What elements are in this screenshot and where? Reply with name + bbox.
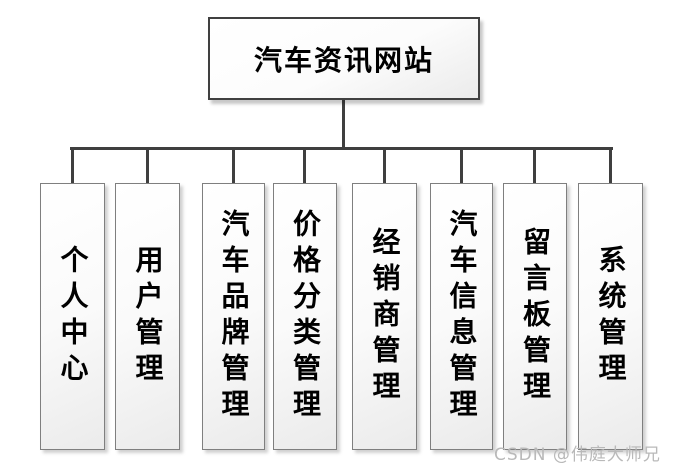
connector-drop-car-info-management: [460, 149, 463, 183]
node-label: 个人中心: [56, 244, 90, 389]
node-label: 经销商管理: [368, 226, 402, 407]
connector-root-stub: [342, 100, 345, 148]
node-user-management: 用户管理: [115, 183, 180, 450]
connector-drop-personal-center: [71, 149, 74, 183]
node-message-board-management: 留言板管理: [503, 183, 567, 450]
node-system-management: 系统管理: [578, 183, 643, 450]
node-price-category-management: 价格分类管理: [273, 183, 337, 450]
root-node-car-info-website: 汽车资讯网站: [208, 17, 480, 100]
node-label: 用户管理: [131, 244, 165, 389]
node-label: 留言板管理: [519, 226, 552, 407]
node-label: 价格分类管理: [289, 208, 322, 425]
node-label: 汽车品牌管理: [217, 208, 251, 425]
connector-drop-price-category-management: [303, 149, 306, 183]
connector-drop-car-brand-management: [232, 149, 235, 183]
node-car-info-management: 汽车信息管理: [430, 183, 493, 450]
connector-drop-system-management: [609, 149, 612, 183]
connector-drop-user-management: [146, 149, 149, 183]
node-car-brand-management: 汽车品牌管理: [202, 183, 265, 450]
node-dealer-management: 经销商管理: [352, 183, 417, 450]
connector-horizontal-bus: [70, 147, 613, 150]
node-label: 汽车信息管理: [445, 208, 479, 425]
root-node-label: 汽车资讯网站: [253, 43, 434, 77]
connector-drop-dealer-management: [383, 149, 386, 183]
node-label: 系统管理: [594, 244, 628, 389]
csdn-watermark: CSDN @伟庭大师兄: [494, 445, 661, 465]
node-personal-center: 个人中心: [40, 183, 105, 450]
connector-drop-message-board-management: [533, 149, 536, 183]
